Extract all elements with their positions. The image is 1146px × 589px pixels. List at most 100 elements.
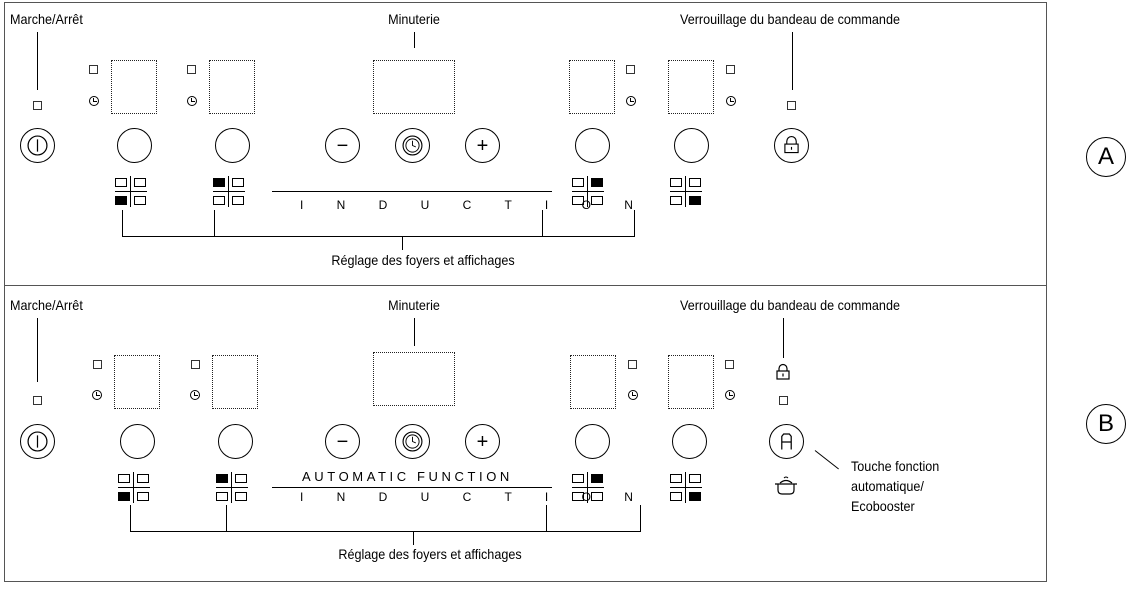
zone2-button[interactable] <box>215 128 250 163</box>
power-icon <box>27 135 48 156</box>
timer-plus-button[interactable]: + <box>465 424 500 459</box>
auto-function-button[interactable] <box>769 424 804 459</box>
zone3-led <box>626 65 635 74</box>
timer-button[interactable] <box>395 128 430 163</box>
power-pointer <box>37 318 38 382</box>
zone2-display <box>209 60 255 114</box>
zone2-timer-icon <box>187 96 197 106</box>
zones-label: Réglage des foyers et affichages <box>338 546 522 562</box>
zones-pointer <box>402 236 403 250</box>
zone2-indicator-icon <box>216 472 248 503</box>
zones-label: Réglage des foyers et affichages <box>331 252 515 268</box>
zone3-led <box>628 360 637 369</box>
zone1-timer-icon <box>89 96 99 106</box>
minus-icon: − <box>336 134 349 157</box>
zone3-timer-icon <box>628 390 638 400</box>
diagram-frame <box>4 2 1047 582</box>
auto-label-line1: Touche fonction <box>851 458 940 474</box>
plus-icon: + <box>476 134 489 157</box>
zone4-indicator-icon <box>670 176 702 207</box>
lock-icon <box>776 363 790 380</box>
zone1-display <box>111 60 157 114</box>
plus-icon: + <box>476 430 489 453</box>
zones-bracket-tick-1 <box>122 210 123 236</box>
zones-bracket-tick-4 <box>640 505 641 531</box>
zone4-button[interactable] <box>672 424 707 459</box>
zone4-display <box>668 60 714 114</box>
power-label: Marche/Arrêt <box>10 297 83 313</box>
lock-icon <box>784 136 799 154</box>
panel-letter-a: A <box>1086 137 1126 177</box>
zone2-button[interactable] <box>218 424 253 459</box>
zone2-led <box>187 65 196 74</box>
zone3-display <box>569 60 615 114</box>
zone4-timer-icon <box>726 96 736 106</box>
zone1-indicator-icon <box>115 176 147 207</box>
lock-button[interactable] <box>774 128 809 163</box>
zones-bracket <box>122 236 635 237</box>
zone1-button[interactable] <box>117 128 152 163</box>
zone1-timer-icon <box>92 390 102 400</box>
zone3-button[interactable] <box>575 128 610 163</box>
zone1-led <box>89 65 98 74</box>
timer-label: Minuterie <box>388 297 440 313</box>
zone1-led <box>93 360 102 369</box>
timer-button[interactable] <box>395 424 430 459</box>
zones-bracket-tick-3 <box>546 505 547 531</box>
timer-display <box>373 352 455 406</box>
panel-divider <box>4 285 1047 286</box>
zone1-indicator-icon <box>118 472 150 503</box>
zone2-indicator-icon <box>213 176 245 207</box>
zone1-display <box>114 355 160 409</box>
zones-pointer <box>413 531 414 545</box>
lock-led <box>779 396 788 405</box>
induction-text: I N D U C T I O N <box>300 198 648 212</box>
power-label: Marche/Arrêt <box>10 11 83 27</box>
timer-minus-button[interactable]: − <box>325 424 360 459</box>
power-pointer <box>37 32 38 90</box>
zone3-button[interactable] <box>575 424 610 459</box>
zone2-led <box>191 360 200 369</box>
panel-letter-b: B <box>1086 404 1126 444</box>
zones-bracket-tick-2 <box>214 210 215 236</box>
zones-bracket <box>130 531 641 532</box>
zone4-button[interactable] <box>674 128 709 163</box>
pot-icon <box>775 476 797 495</box>
zone4-display <box>668 355 714 409</box>
zones-bracket-tick-4 <box>634 210 635 236</box>
timer-pointer <box>414 32 415 48</box>
zone3-indicator-icon <box>572 176 604 207</box>
lock-pointer <box>792 32 793 90</box>
power-button[interactable] <box>20 128 55 163</box>
lock-led <box>787 101 796 110</box>
zone4-indicator-icon <box>670 472 702 503</box>
minus-icon: − <box>336 430 349 453</box>
zone4-led <box>726 65 735 74</box>
lock-pointer <box>783 318 784 358</box>
timer-pointer <box>414 318 415 346</box>
power-led <box>33 396 42 405</box>
power-led <box>33 101 42 110</box>
auto-label-line3: Ecobooster <box>851 498 915 514</box>
zone3-display <box>570 355 616 409</box>
zone3-timer-icon <box>626 96 636 106</box>
power-icon <box>27 431 48 452</box>
zone4-timer-icon <box>725 390 735 400</box>
zones-bracket-tick-1 <box>130 505 131 531</box>
timer-plus-button[interactable]: + <box>465 128 500 163</box>
induction-text: I N D U C T I O N <box>300 490 648 504</box>
zones-bracket-tick-3 <box>542 210 543 236</box>
induction-band-line <box>272 191 552 192</box>
zone1-button[interactable] <box>120 424 155 459</box>
zone3-indicator-icon <box>572 472 604 503</box>
automatic-function-text: AUTOMATIC FUNCTION <box>302 469 513 484</box>
lock-label: Verrouillage du bandeau de commande <box>680 11 900 27</box>
timer-minus-button[interactable]: − <box>325 128 360 163</box>
timer-display <box>373 60 455 114</box>
timer-icon <box>402 431 423 452</box>
power-button[interactable] <box>20 424 55 459</box>
zone2-timer-icon <box>190 390 200 400</box>
zone4-led <box>725 360 734 369</box>
timer-label: Minuterie <box>388 11 440 27</box>
auto-label-line2: automatique/ <box>851 478 924 494</box>
